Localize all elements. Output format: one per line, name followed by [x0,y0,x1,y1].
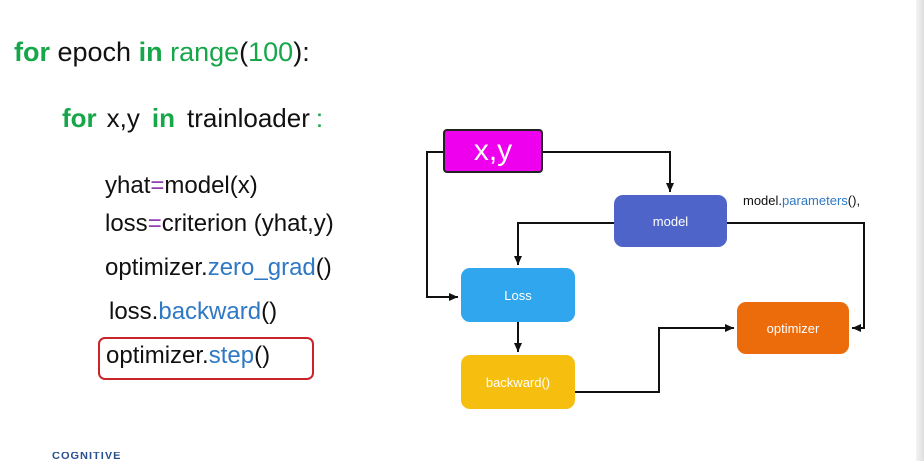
method-name: step [208,342,255,369]
code-text: optimizer. [106,342,209,369]
node-xy: x,y [443,129,543,173]
node-optimizer: optimizer [737,302,849,354]
keyword-for: for [14,37,50,67]
keyword-in: in [151,103,176,133]
code-line-step: optimizer.step() [106,342,270,370]
code-text: criterion (yhat,y) [161,210,334,237]
arrow-model-to-loss [514,222,614,265]
node-backward: backward() [461,355,575,409]
arrow-xy-to-loss [426,151,458,301]
code-text: ): [293,37,310,67]
code-text: () [315,254,332,281]
model-parameters-label: model.parameters(), [743,193,860,208]
code-text: x,y [106,103,140,133]
node-model: model [614,195,727,247]
code-text: loss [105,210,148,237]
arrow-params-to-optimizer [727,222,865,332]
number-literal: 100 [248,37,294,67]
code-text: ( [239,37,249,67]
method-name: backward [158,298,262,325]
code-colon: : [315,103,324,133]
code-text: model(x) [164,172,258,199]
highlight-box [98,337,314,380]
code-text: optimizer. [105,254,208,281]
code-line-zero-grad: optimizer.zero_grad() [105,254,332,282]
arrow-xy-to-model [543,151,674,192]
params-prefix: model. [743,193,783,208]
code-text: yhat [105,172,151,199]
node-loss: Loss [461,268,575,322]
footer-logo: COGNITIVE [52,452,122,461]
code-text: () [254,342,271,369]
code-text: trainloader [187,103,310,133]
code-line-forward: yhat=model(x) [105,172,258,200]
keyword-in: in [138,37,163,67]
keyword-for: for [62,103,97,133]
method-name: zero_grad [207,254,316,281]
code-line-batch-loop: for x,y in trainloader: [62,103,323,134]
code-line-loss: loss=criterion (yhat,y) [105,210,334,238]
code-line-backward: loss.backward() [109,298,277,326]
code-text: () [261,298,278,325]
code-text: epoch [50,37,139,67]
arrow-backward-to-optimizer [575,324,734,393]
slide-edge [916,0,924,461]
equals-sign: = [150,172,165,199]
params-suffix: (), [847,193,861,208]
equals-sign: = [147,210,162,237]
function-range: range [162,37,240,67]
code-line-epoch-loop: for epoch in range(100): [14,37,310,68]
code-text: loss. [109,298,159,325]
params-method: parameters [782,193,848,208]
